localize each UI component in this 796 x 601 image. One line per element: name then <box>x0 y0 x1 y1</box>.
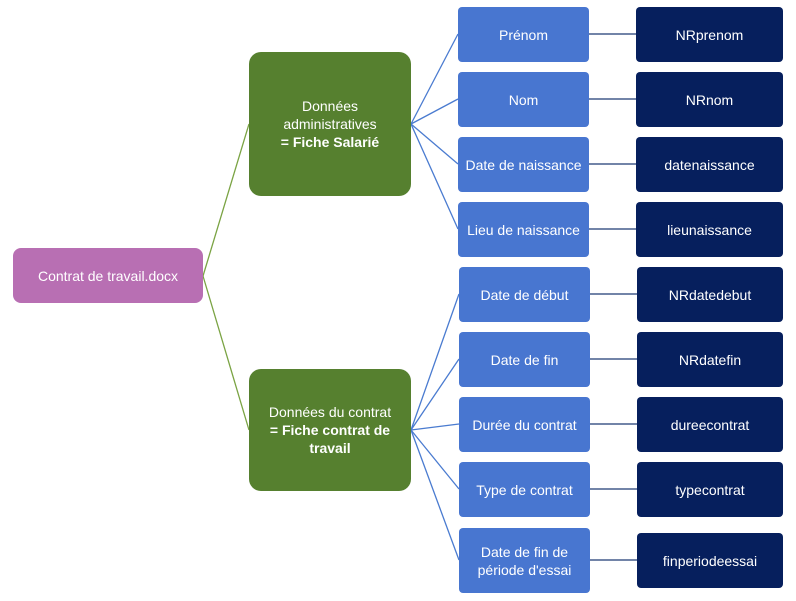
branch-node-title: Données du contrat <box>268 404 392 420</box>
field-node-label: Prénom <box>498 26 549 43</box>
connector-branch-field <box>410 358 460 431</box>
variable-node-nrnom: NRnom <box>636 72 783 127</box>
field-node-date-debut: Date de début <box>459 267 590 322</box>
branch-node-title: Données administratives <box>283 98 377 132</box>
field-node-label: Lieu de naissance <box>467 221 580 238</box>
variable-node-label: typecontrat <box>675 481 745 498</box>
connector-branch-field <box>410 123 459 230</box>
connector-root-branch <box>202 275 250 431</box>
branch-node-subtitle: = Fiche Salarié <box>280 134 380 150</box>
connector-branch-field <box>410 423 460 431</box>
field-node-label: Date de fin <box>490 351 559 368</box>
variable-node-nrdatedebut: NRdatedebut <box>637 267 783 322</box>
variable-node-dureecontrat: dureecontrat <box>637 397 783 452</box>
variable-node-nrdatefin: NRdatefin <box>637 332 783 387</box>
field-node-prenom: Prénom <box>458 7 589 62</box>
branch-node-administrative: Données administratives = Fiche Salarié <box>249 52 411 196</box>
field-node-type-contrat: Type de contrat <box>459 462 590 517</box>
field-node-label: Durée du contrat <box>472 416 577 433</box>
field-node-date-naissance: Date de naissance <box>458 137 589 192</box>
variable-node-label: NRdatedebut <box>668 286 752 303</box>
field-node-date-fin: Date de fin <box>459 332 590 387</box>
variable-node-nrprenom: NRprenom <box>636 7 783 62</box>
field-node-label: Nom <box>508 91 539 108</box>
connector-branch-field <box>410 33 459 125</box>
connector-branch-field <box>410 98 459 125</box>
variable-node-datenaissance: datenaissance <box>636 137 783 192</box>
field-node-duree-contrat: Durée du contrat <box>459 397 590 452</box>
field-node-label: Date de naissance <box>465 156 582 173</box>
field-node-label: Date de fin de période d'essai <box>477 543 572 578</box>
variable-node-typecontrat: typecontrat <box>637 462 783 517</box>
connector-branch-field <box>410 429 460 561</box>
variable-node-label: NRdatefin <box>678 351 742 368</box>
field-node-nom: Nom <box>458 72 589 127</box>
field-node-fin-periode-essai: Date de fin de période d'essai <box>459 528 590 593</box>
root-node: Contrat de travail.docx <box>13 248 203 303</box>
variable-node-finperiodeessai: finperiodeessai <box>637 533 783 588</box>
field-node-label: Date de début <box>480 286 569 303</box>
field-node-label: Type de contrat <box>476 481 573 498</box>
variable-node-label: NRnom <box>685 91 734 108</box>
branch-node-contract: Données du contrat = Fiche contrat de tr… <box>249 369 411 491</box>
root-node-label: Contrat de travail.docx <box>37 267 179 284</box>
variable-node-lieunaissance: lieunaissance <box>636 202 783 257</box>
connector-branch-field <box>410 429 460 490</box>
branch-node-subtitle: = Fiche contrat de travail <box>269 422 391 456</box>
variable-node-label: dureecontrat <box>670 416 750 433</box>
variable-node-label: NRprenom <box>675 26 744 43</box>
variable-node-label: lieunaissance <box>667 221 752 238</box>
variable-node-label: datenaissance <box>664 156 755 173</box>
connector-branch-field <box>410 293 460 431</box>
connector-branch-field <box>410 123 459 165</box>
variable-node-label: finperiodeessai <box>662 552 758 569</box>
field-node-lieu-naissance: Lieu de naissance <box>458 202 589 257</box>
connector-root-branch <box>202 123 250 277</box>
